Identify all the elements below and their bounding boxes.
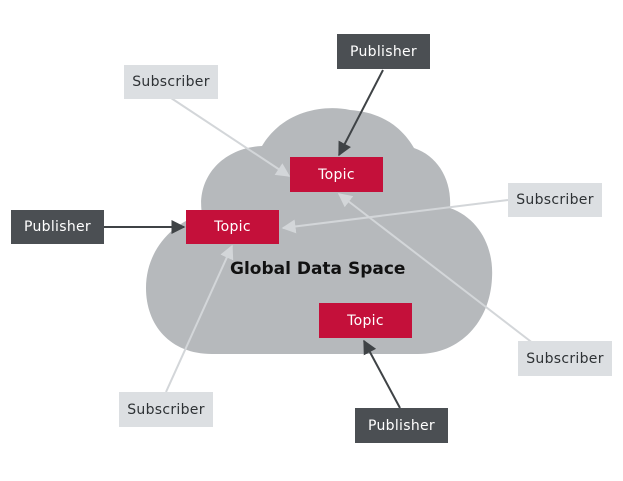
global-data-space-cloud: [146, 108, 493, 354]
global-data-space-label: Global Data Space: [230, 259, 406, 279]
publisher-box-bottom[interactable]: Publisher: [355, 408, 448, 443]
subscriber-box-bottom-right[interactable]: Subscriber: [518, 341, 612, 376]
subscriber-box-top-left[interactable]: Subscriber: [124, 65, 218, 99]
topic-box-left[interactable]: Topic: [186, 210, 279, 244]
subscriber-arrow-2: [281, 199, 509, 234]
subscriber-box-right[interactable]: Subscriber: [508, 183, 602, 217]
publisher-box-left[interactable]: Publisher: [11, 210, 104, 244]
publisher-box-top[interactable]: Publisher: [337, 34, 430, 69]
subscriber-arrow-1: [167, 95, 291, 177]
subscriber-arrow-3: [337, 193, 535, 345]
topic-box-top[interactable]: Topic: [290, 157, 383, 192]
subscriber-arrow-4: [165, 244, 234, 393]
topic-box-bottom[interactable]: Topic: [319, 303, 412, 338]
publisher-arrow-1: [338, 69, 384, 157]
subscriber-box-bottom-left[interactable]: Subscriber: [119, 392, 213, 427]
publisher-arrow-3: [363, 339, 401, 409]
